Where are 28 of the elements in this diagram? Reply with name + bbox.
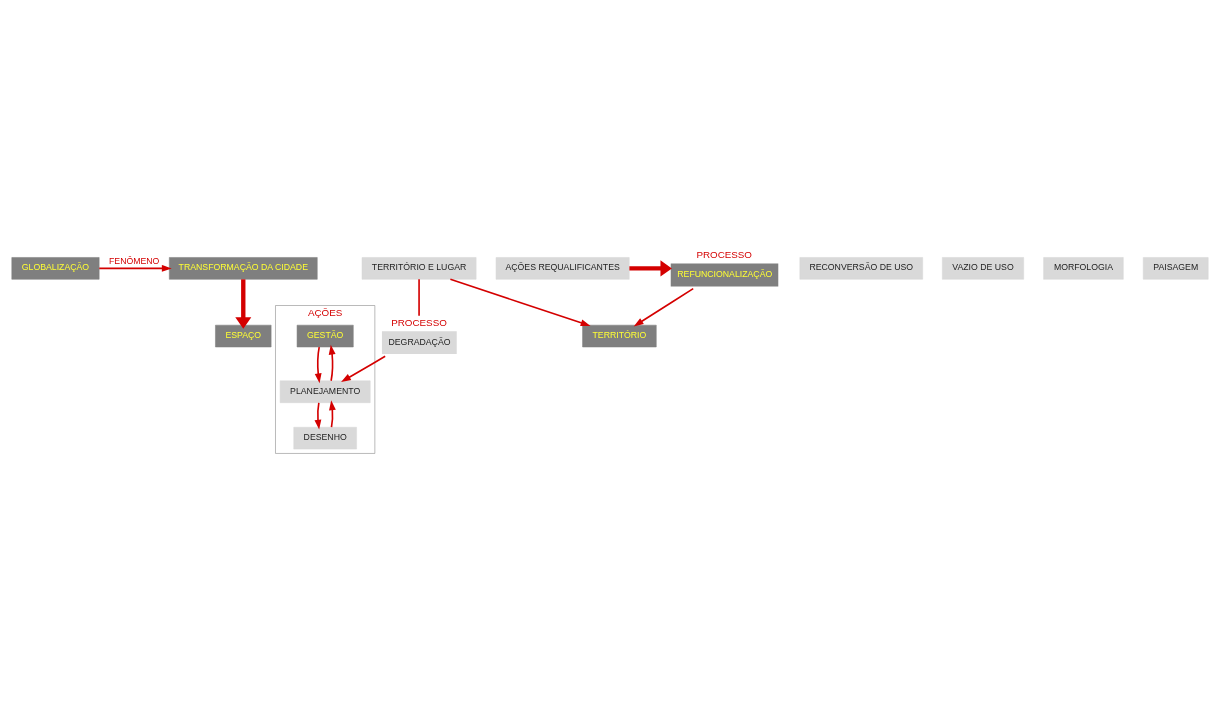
arrow	[314, 345, 322, 383]
arrow	[341, 355, 386, 382]
connector	[418, 278, 420, 317]
node-box: TERRITÓRIO E LUGAR	[361, 256, 477, 280]
arrow	[633, 287, 695, 326]
node-box: DESENHO	[293, 426, 357, 449]
arrow	[98, 264, 172, 272]
node-box: MORFOLOGIA	[1043, 256, 1124, 280]
node-box: GLOBALIZAÇÃO	[11, 256, 100, 280]
node-box: ESPAÇO	[215, 324, 272, 347]
node-label: PROCESSO	[696, 248, 753, 260]
node-box: AÇÕES REQUALIFICANTES	[495, 256, 630, 280]
node-box: PLANEJAMENTO	[279, 380, 371, 403]
node-box: GESTÃO	[296, 324, 354, 347]
node-box: TRANSFORMAÇÃO DA CIDADE	[169, 256, 318, 280]
edge-label: FENÔMENO	[109, 255, 160, 266]
node-box: TERRITÓRIO	[582, 324, 657, 347]
arrow	[235, 278, 252, 329]
node-box: VAZIO DE USO	[942, 256, 1024, 280]
node-box: PAISAGEM	[1142, 256, 1209, 280]
node-box: REFUNCIONALIZAÇÃO	[670, 262, 779, 286]
arrow	[449, 278, 591, 326]
arrow	[328, 344, 336, 382]
arrow	[629, 259, 672, 276]
node-label: PROCESSO	[391, 316, 447, 328]
node-box: DEGRADAÇÃO	[381, 330, 457, 354]
arrow	[314, 401, 322, 430]
node-box: RECONVERSÃO DE USO	[799, 256, 923, 280]
